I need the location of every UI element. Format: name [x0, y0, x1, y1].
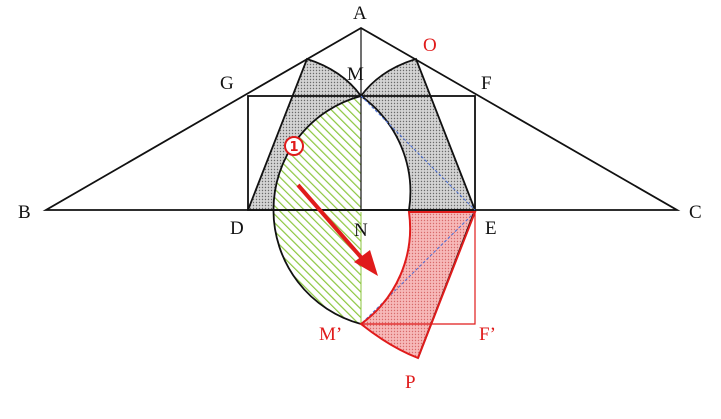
lens-arc-right: [360, 95, 412, 211]
label-p: P: [405, 372, 416, 393]
label-n: N: [354, 220, 368, 241]
rotation-arrow: [296, 183, 368, 265]
label-o: O: [423, 35, 437, 56]
step-marker-number: 1: [289, 140, 298, 155]
right-sector-outline: [360, 57, 476, 211]
label-b: B: [18, 202, 31, 223]
red-region: [361, 212, 475, 358]
lens-arc-left: [272, 95, 362, 325]
label-d: D: [230, 218, 244, 239]
label-a: A: [353, 3, 367, 24]
label-f-prime: F’: [479, 324, 496, 345]
label-f: F: [481, 73, 492, 94]
diagonal-me: [360, 95, 476, 211]
label-g: G: [220, 73, 234, 94]
shaded-region-right: [361, 59, 475, 210]
label-m-prime: M’: [319, 324, 342, 345]
label-c: C: [689, 202, 702, 223]
label-m: M: [347, 64, 364, 85]
label-e: E: [485, 218, 497, 239]
left-sector-outline: [247, 57, 362, 211]
rotation-arrowhead: [354, 250, 378, 276]
step-marker-circle: [284, 136, 304, 156]
red-region-outline: [359, 211, 477, 360]
diagonal-em-prime: [360, 211, 476, 325]
